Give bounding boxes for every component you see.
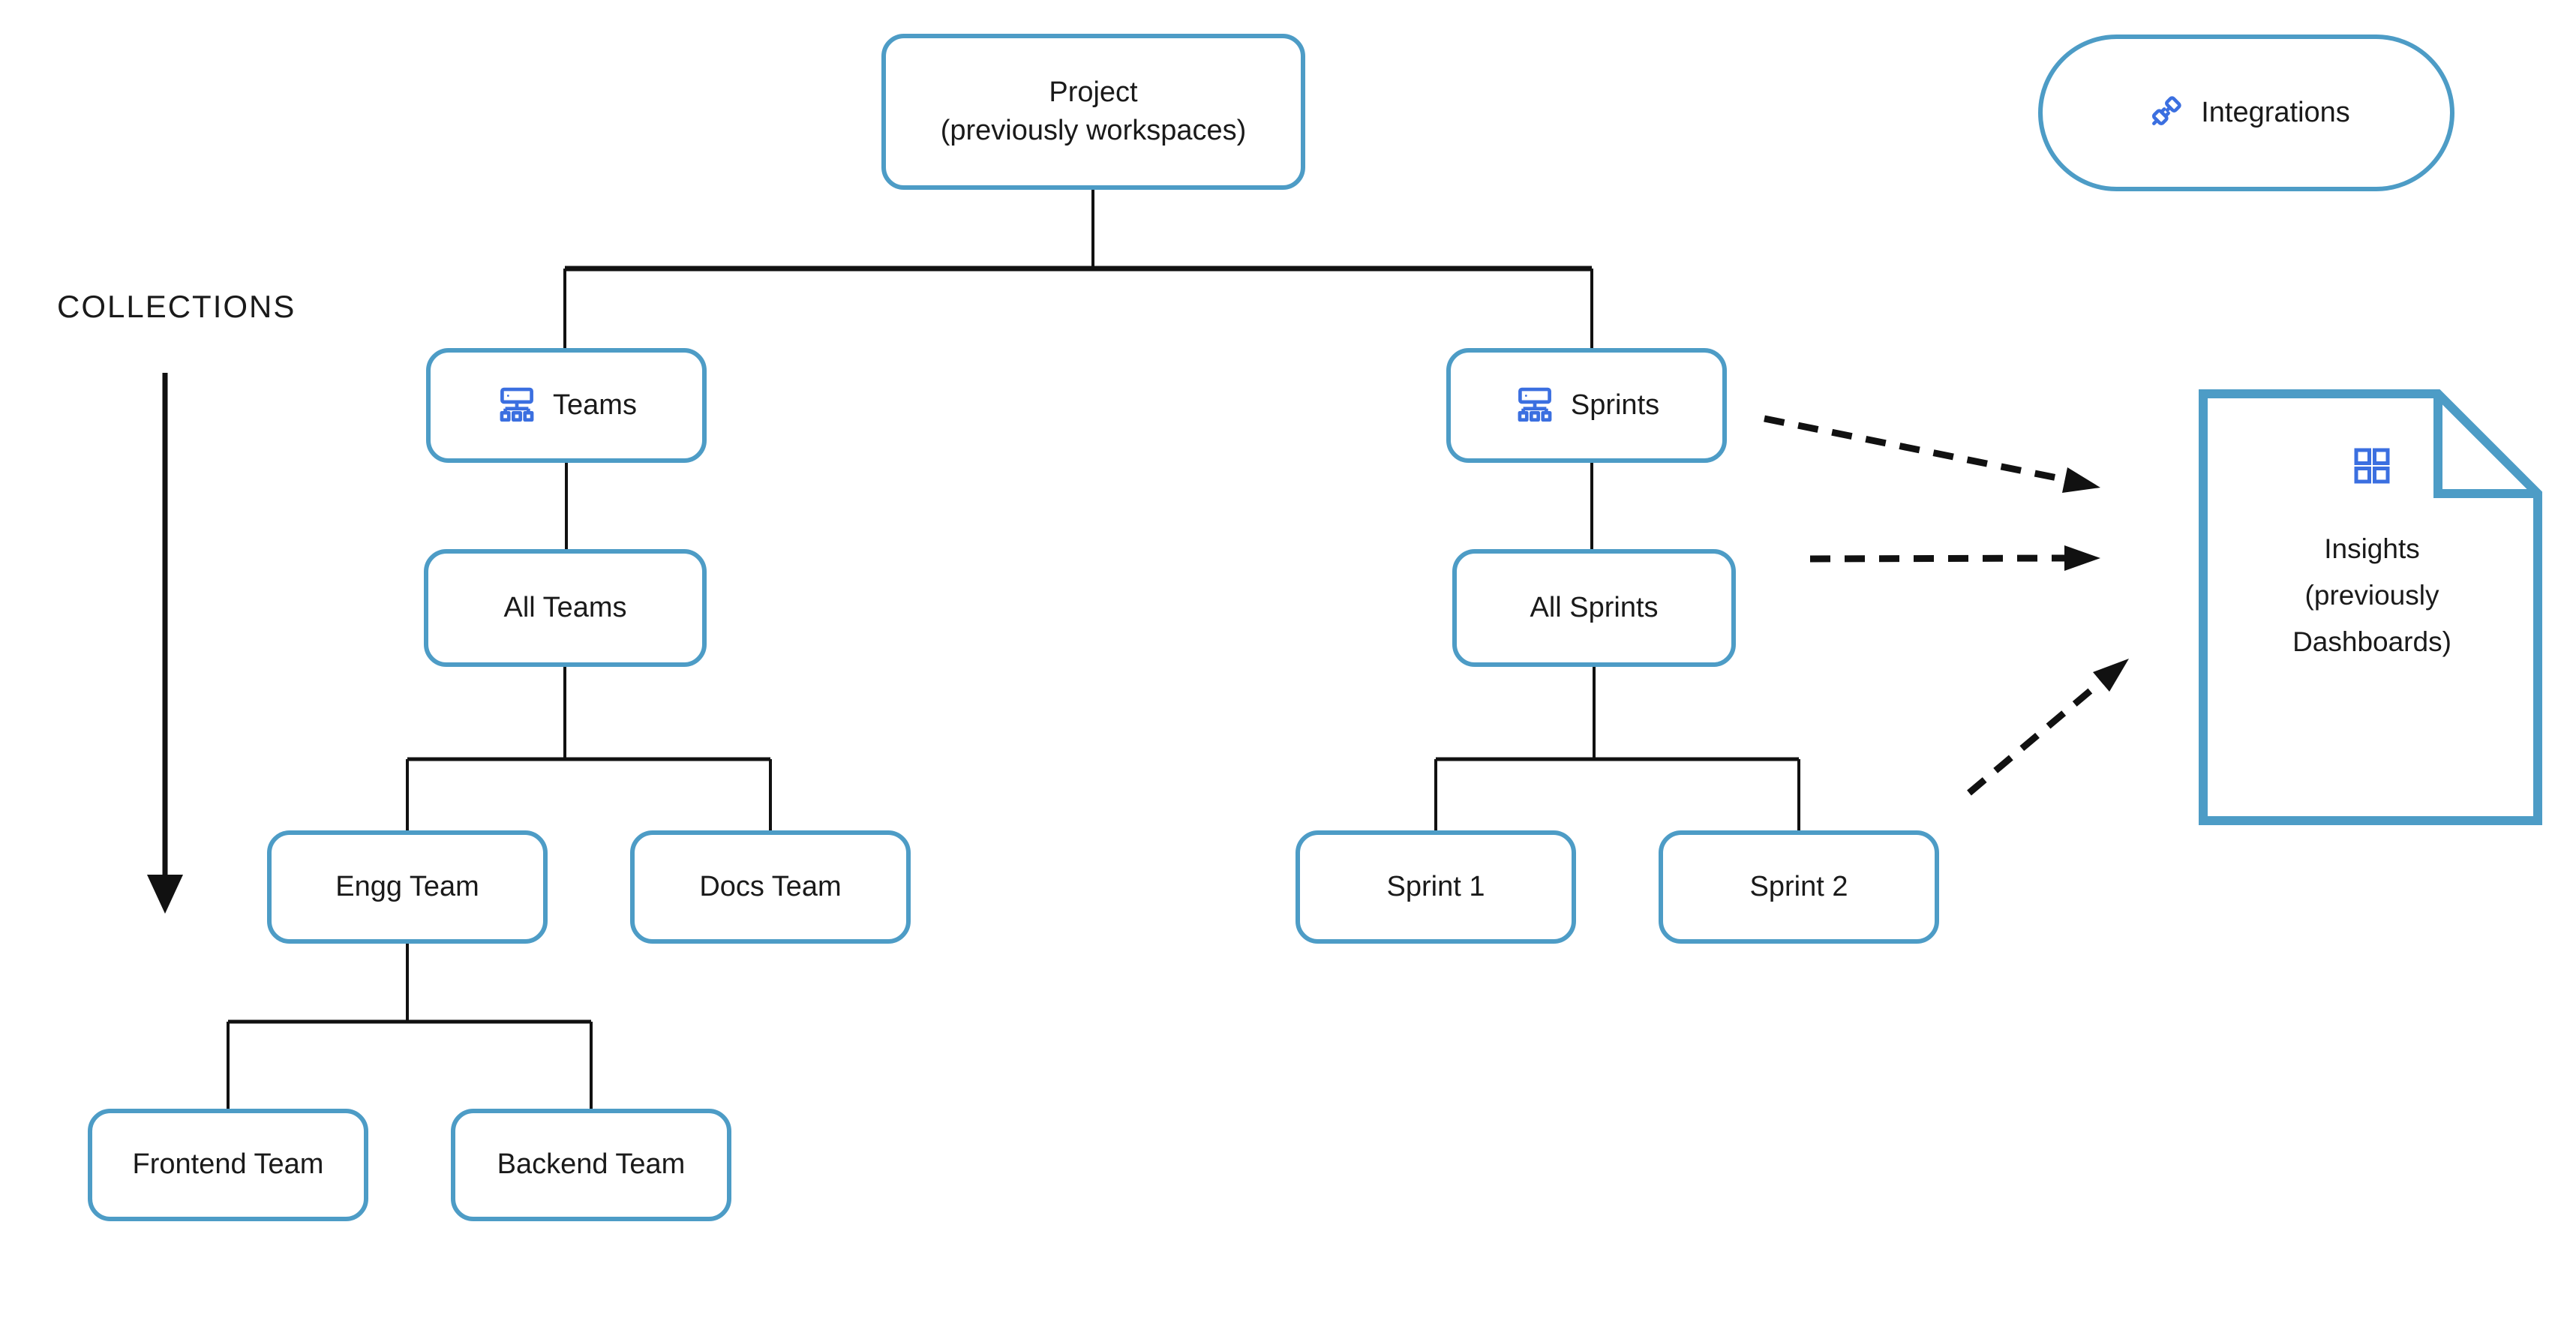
node-sprint-2: Sprint 2 [1659,830,1939,944]
node-sprint-1: Sprint 1 [1296,830,1576,944]
dashed-arrows [1764,415,2105,796]
node-docs-team: Docs Team [630,830,911,944]
integrations-label: Integrations [2201,96,2350,128]
project-title: Project [1049,76,1138,108]
node-sprints: Sprints [1446,348,1727,463]
sprint-2-label: Sprint 2 [1749,870,1848,902]
node-integrations: Integrations [2038,35,2454,191]
org-chart-icon [1518,387,1552,422]
node-project: Project (previously workspaces) [881,34,1305,190]
dashed-arrowheads [2062,467,2129,692]
document-shape [2199,389,2542,825]
sprints-label: Sprints [1570,389,1660,421]
all-sprints-label: All Sprints [1530,591,1659,623]
all-teams-label: All Teams [503,591,627,623]
node-all-sprints: All Sprints [1452,549,1736,667]
node-insights-document: Insights (previously Dashboards) [2199,389,2545,825]
plug-connection-icon [2152,95,2181,125]
node-frontend-team: Frontend Team [88,1109,368,1221]
collections-arrow [147,373,183,914]
teams-label: Teams [553,389,637,421]
collections-label: COLLECTIONS [57,289,296,324]
engg-team-label: Engg Team [335,870,479,902]
node-teams: Teams [426,348,707,463]
org-chart-icon [500,387,534,422]
node-all-teams: All Teams [424,549,707,667]
sprint-1-label: Sprint 1 [1386,870,1485,902]
node-engg-team: Engg Team [267,830,548,944]
docs-team-label: Docs Team [699,870,842,902]
insights-subtitle-1: (previously [2304,580,2439,611]
frontend-team-label: Frontend Team [132,1148,324,1181]
node-backend-team: Backend Team [451,1109,731,1221]
tree-connectors [227,190,1800,1109]
insights-content: Insights (previously Dashboards) [2199,389,2545,665]
dashboard-grid-icon [2354,448,2390,484]
insights-title: Insights [2324,533,2420,564]
insights-subtitle-2: Dashboards) [2292,626,2451,657]
backend-team-label: Backend Team [497,1148,686,1181]
project-subtitle: (previously workspaces) [940,115,1247,146]
